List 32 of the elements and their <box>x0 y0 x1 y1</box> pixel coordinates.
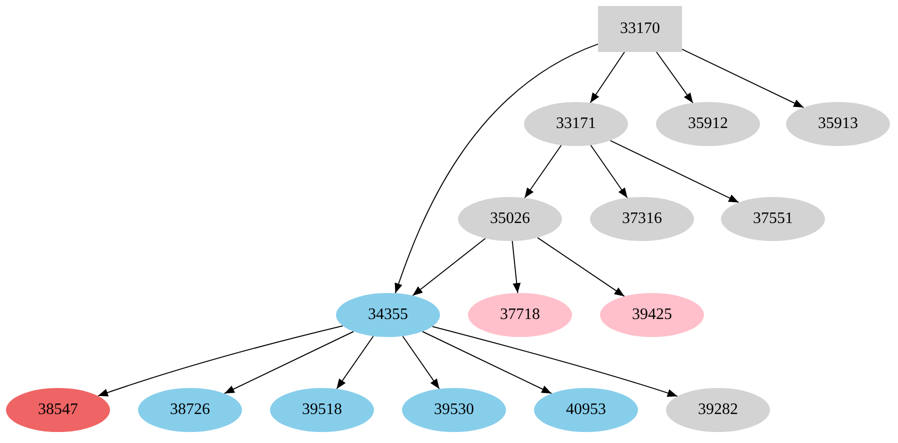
arrow <box>224 331 354 394</box>
ellipse-node: 39282 <box>666 388 770 432</box>
ellipse-node: 38726 <box>138 388 242 432</box>
arrow <box>412 238 486 296</box>
arrow <box>432 326 678 397</box>
ellipse-node: 33171 <box>524 102 628 146</box>
arrow <box>656 52 694 104</box>
arrow <box>336 336 374 390</box>
box-node: 33170 <box>598 6 682 52</box>
arrow <box>394 44 598 294</box>
arrow <box>682 48 804 108</box>
arrow <box>524 144 562 198</box>
ellipse-node: 38547 <box>6 388 110 432</box>
ellipse-node: 39425 <box>600 293 704 337</box>
ellipse-node: 37551 <box>721 197 825 241</box>
ellipse-node: 35026 <box>458 197 562 241</box>
ellipse-node: 37718 <box>468 293 572 337</box>
ellipse-node: 40953 <box>534 388 638 432</box>
ellipse-node: 39530 <box>402 388 506 432</box>
arrow <box>610 140 740 203</box>
arrow <box>97 325 344 396</box>
ellipse-node: 34355 <box>336 293 440 337</box>
arrow <box>590 52 625 104</box>
arrow <box>422 331 552 394</box>
arrow <box>402 336 440 390</box>
arrow <box>590 144 628 198</box>
ellipse-node: 35913 <box>786 102 890 146</box>
ellipse-node: 37316 <box>590 197 694 241</box>
arrow <box>512 240 521 294</box>
ellipse-node: 39518 <box>270 388 374 432</box>
ellipse-node: 35912 <box>656 102 760 146</box>
arrow <box>537 237 625 297</box>
